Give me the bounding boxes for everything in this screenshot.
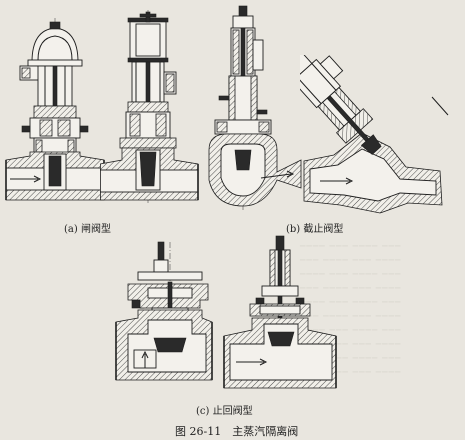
check-valve-vertical-drawing bbox=[115, 241, 213, 381]
caption-b: (b) 截止阀型 bbox=[286, 224, 344, 235]
gate-valve-drawing bbox=[5, 18, 105, 201]
gate-valve-actuated-drawing bbox=[100, 10, 199, 205]
check-valve-angled-drawing bbox=[223, 235, 337, 389]
y-globe-valve-drawing bbox=[300, 55, 449, 214]
figure-title: 图 26-11 主蒸汽隔离阀 bbox=[175, 425, 299, 438]
globe-valve-drawing bbox=[208, 5, 302, 212]
caption-a: (a) 闸阀型 bbox=[64, 224, 111, 235]
caption-c: (c) 止回阀型 bbox=[196, 406, 253, 417]
